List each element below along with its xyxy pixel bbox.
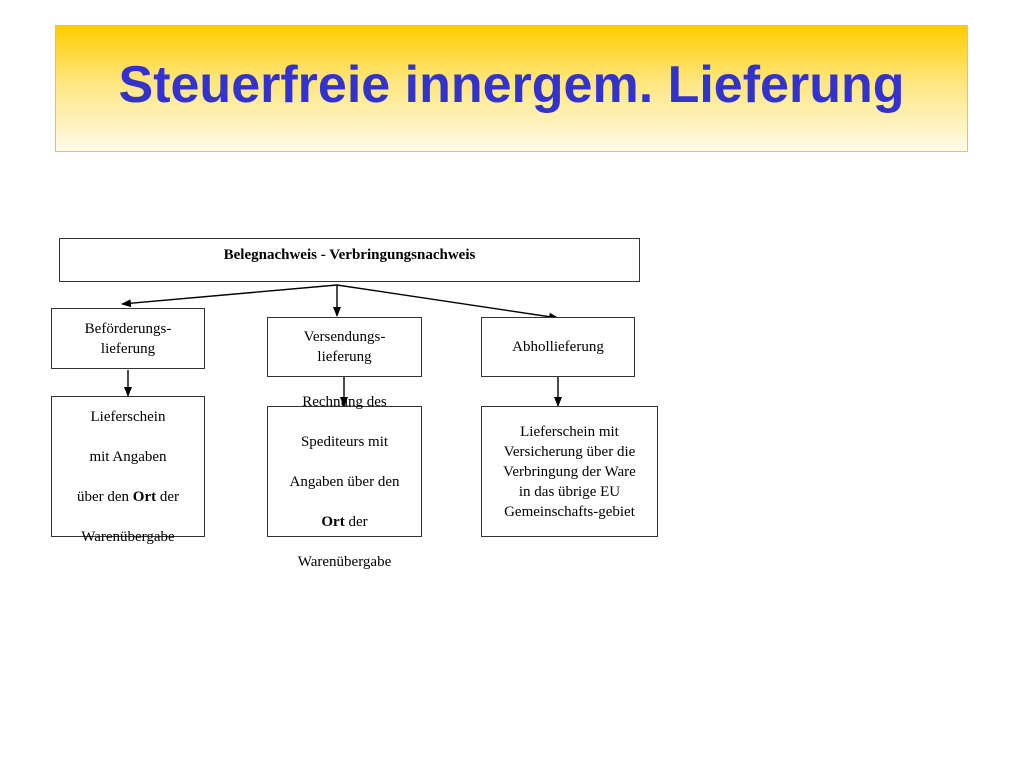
proof-line: Warenübergabe	[297, 553, 392, 570]
proof-bold-word: Ort	[132, 488, 157, 505]
proof-node-abhol: Lieferschein mit Versicherung über die V…	[481, 406, 658, 537]
proof-line: der	[344, 513, 368, 530]
arrow-root-to-abhol	[336, 284, 559, 321]
type-node-label: Beförderungs- lieferung	[84, 320, 172, 357]
type-node-abhol: Abhollieferung	[481, 317, 635, 377]
type-node-label: Abhollieferung	[512, 339, 604, 355]
type-node-versendung: Versendungs- lieferung	[267, 317, 422, 377]
proof-node-text: Lieferschein mit Angaben über den Ort de…	[77, 387, 179, 547]
proof-node-befoerderung: Lieferschein mit Angaben über den Ort de…	[51, 396, 205, 545]
proof-line: mit Angaben	[89, 448, 167, 465]
type-node-befoerderung: Beförderungs- lieferung	[51, 308, 205, 369]
proof-line: über den	[76, 488, 133, 505]
proof-bold-word: Ort	[321, 513, 345, 530]
type-node-label: Versendungs- lieferung	[303, 329, 386, 365]
proof-line: Angaben über den	[289, 473, 400, 490]
proof-line: Spediteurs mit	[300, 433, 389, 450]
root-node-label: Belegnachweis - Verbringungsnachweis	[223, 247, 476, 263]
proof-line: Lieferschein	[90, 408, 166, 425]
proof-line: der	[156, 488, 180, 505]
arrow-root-to-befoerderung	[121, 284, 338, 308]
title-banner: Steuerfreie innergem. Lieferung	[55, 25, 968, 152]
proof-node-versendung: Rechnung des Spediteurs mit Angaben über…	[267, 394, 422, 570]
proof-line: Rechnung des	[302, 393, 387, 410]
proof-node-text: Rechnung des Spediteurs mit Angaben über…	[290, 372, 400, 572]
proof-line: Warenübergabe	[81, 528, 175, 545]
proof-node-text: Lieferschein mit Versicherung über die V…	[503, 423, 636, 520]
slide-title: Steuerfreie innergem. Lieferung	[118, 55, 905, 114]
root-node: Belegnachweis - Verbringungsnachweis	[59, 238, 640, 282]
